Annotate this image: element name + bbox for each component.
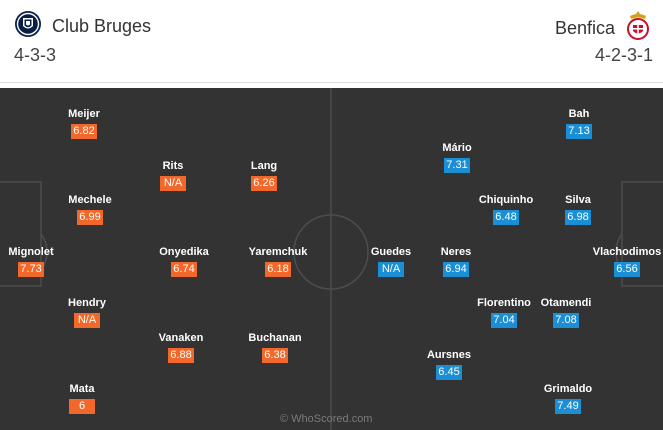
home-team[interactable]: Club Bruges (14, 10, 151, 43)
player-rating: 6.82 (71, 124, 97, 139)
away-player-neres[interactable]: Neres 6.94 (426, 246, 486, 277)
away-team[interactable]: Benfica (555, 10, 651, 47)
player-rating: N/A (74, 313, 100, 328)
player-rating: 6.38 (262, 348, 288, 363)
home-player-yaremchuk[interactable]: Yaremchuk 6.18 (248, 246, 308, 277)
player-rating: 6 (69, 399, 95, 414)
player-name: Lang (250, 160, 278, 172)
player-name: Mechele (68, 194, 112, 206)
player-rating: 6.26 (251, 176, 277, 191)
away-player-bah[interactable]: Bah 7.13 (549, 108, 609, 139)
player-name: Grimaldo (543, 383, 593, 395)
player-name: Rits (162, 160, 184, 172)
away-player-vlachodimos[interactable]: Vlachodimos 6.56 (593, 246, 661, 277)
player-rating: 7.13 (566, 124, 592, 139)
away-player-guedes[interactable]: Guedes N/A (361, 246, 421, 277)
player-rating: 7.08 (553, 313, 579, 328)
home-player-buchanan[interactable]: Buchanan 6.38 (245, 332, 305, 363)
home-player-vanaken[interactable]: Vanaken 6.88 (151, 332, 211, 363)
player-name: Vlachodimos (592, 246, 662, 258)
player-rating: 7.73 (18, 262, 44, 277)
player-name: Florentino (477, 297, 531, 309)
home-player-mignolet[interactable]: Mignolet 7.73 (1, 246, 61, 277)
home-formation: 4-3-3 (14, 45, 57, 65)
pitch-markings (0, 88, 663, 430)
player-name: Neres (440, 246, 472, 258)
pitch: Meijer 6.82 Rits N/A Lang 6.26 Mechele 6… (0, 88, 663, 430)
away-player-chiquinho[interactable]: Chiquinho 6.48 (476, 194, 536, 225)
player-name: Bah (568, 108, 590, 120)
away-player-grimaldo[interactable]: Grimaldo 7.49 (538, 383, 598, 414)
away-player-mario[interactable]: Mário 7.31 (427, 142, 487, 173)
player-rating: 6.56 (614, 262, 640, 277)
away-player-florentino[interactable]: Florentino 7.04 (474, 297, 534, 328)
player-rating: 6.45 (436, 365, 462, 380)
player-name: Mata (69, 383, 95, 395)
player-name: Vanaken (158, 332, 204, 344)
player-rating: N/A (378, 262, 404, 277)
home-player-mechele[interactable]: Mechele 6.99 (60, 194, 120, 225)
player-name: Silva (565, 194, 591, 206)
player-name: Aursnes (426, 349, 472, 361)
whoscored-watermark: © WhoScored.com (280, 413, 373, 425)
header-divider (0, 82, 663, 83)
home-player-rits[interactable]: Rits N/A (143, 160, 203, 191)
away-formation: 4-2-3-1 (594, 45, 653, 65)
player-name: Onyedika (159, 246, 209, 258)
away-player-otamendi[interactable]: Otamendi 7.08 (536, 297, 596, 328)
home-player-meijer[interactable]: Meijer 6.82 (54, 108, 114, 139)
player-rating: 6.98 (565, 210, 591, 225)
away-team-name: Benfica (554, 18, 615, 38)
player-name: Guedes (370, 246, 412, 258)
benfica-crest-icon (625, 10, 651, 47)
player-rating: 6.48 (493, 210, 519, 225)
player-name: Mignolet (8, 246, 54, 258)
player-rating: 6.18 (265, 262, 291, 277)
player-rating: 6.94 (443, 262, 469, 277)
club-brugge-crest-icon (14, 10, 42, 43)
player-name: Mário (442, 142, 472, 154)
away-player-aursnes[interactable]: Aursnes 6.45 (419, 349, 479, 380)
player-rating: 7.49 (555, 399, 581, 414)
home-player-lang[interactable]: Lang 6.26 (234, 160, 294, 191)
match-header: Club Bruges 4-3-3 Benfica 4-2-3-1 (0, 0, 663, 82)
player-name: Meijer (68, 108, 100, 120)
home-player-mata[interactable]: Mata 6 (52, 383, 112, 414)
player-name: Otamendi (540, 297, 592, 309)
player-rating: 6.88 (168, 348, 194, 363)
player-rating: 6.99 (77, 210, 103, 225)
player-rating: 7.31 (444, 158, 470, 173)
home-player-onyedika[interactable]: Onyedika 6.74 (154, 246, 214, 277)
player-name: Hendry (68, 297, 106, 309)
home-player-hendry[interactable]: Hendry N/A (57, 297, 117, 328)
away-player-silva[interactable]: Silva 6.98 (548, 194, 608, 225)
home-team-name: Club Bruges (52, 16, 152, 36)
player-name: Yaremchuk (248, 246, 308, 258)
player-rating: N/A (160, 176, 186, 191)
player-name: Chiquinho (478, 194, 534, 206)
player-rating: 6.74 (171, 262, 197, 277)
player-name: Buchanan (248, 332, 302, 344)
player-rating: 7.04 (491, 313, 517, 328)
